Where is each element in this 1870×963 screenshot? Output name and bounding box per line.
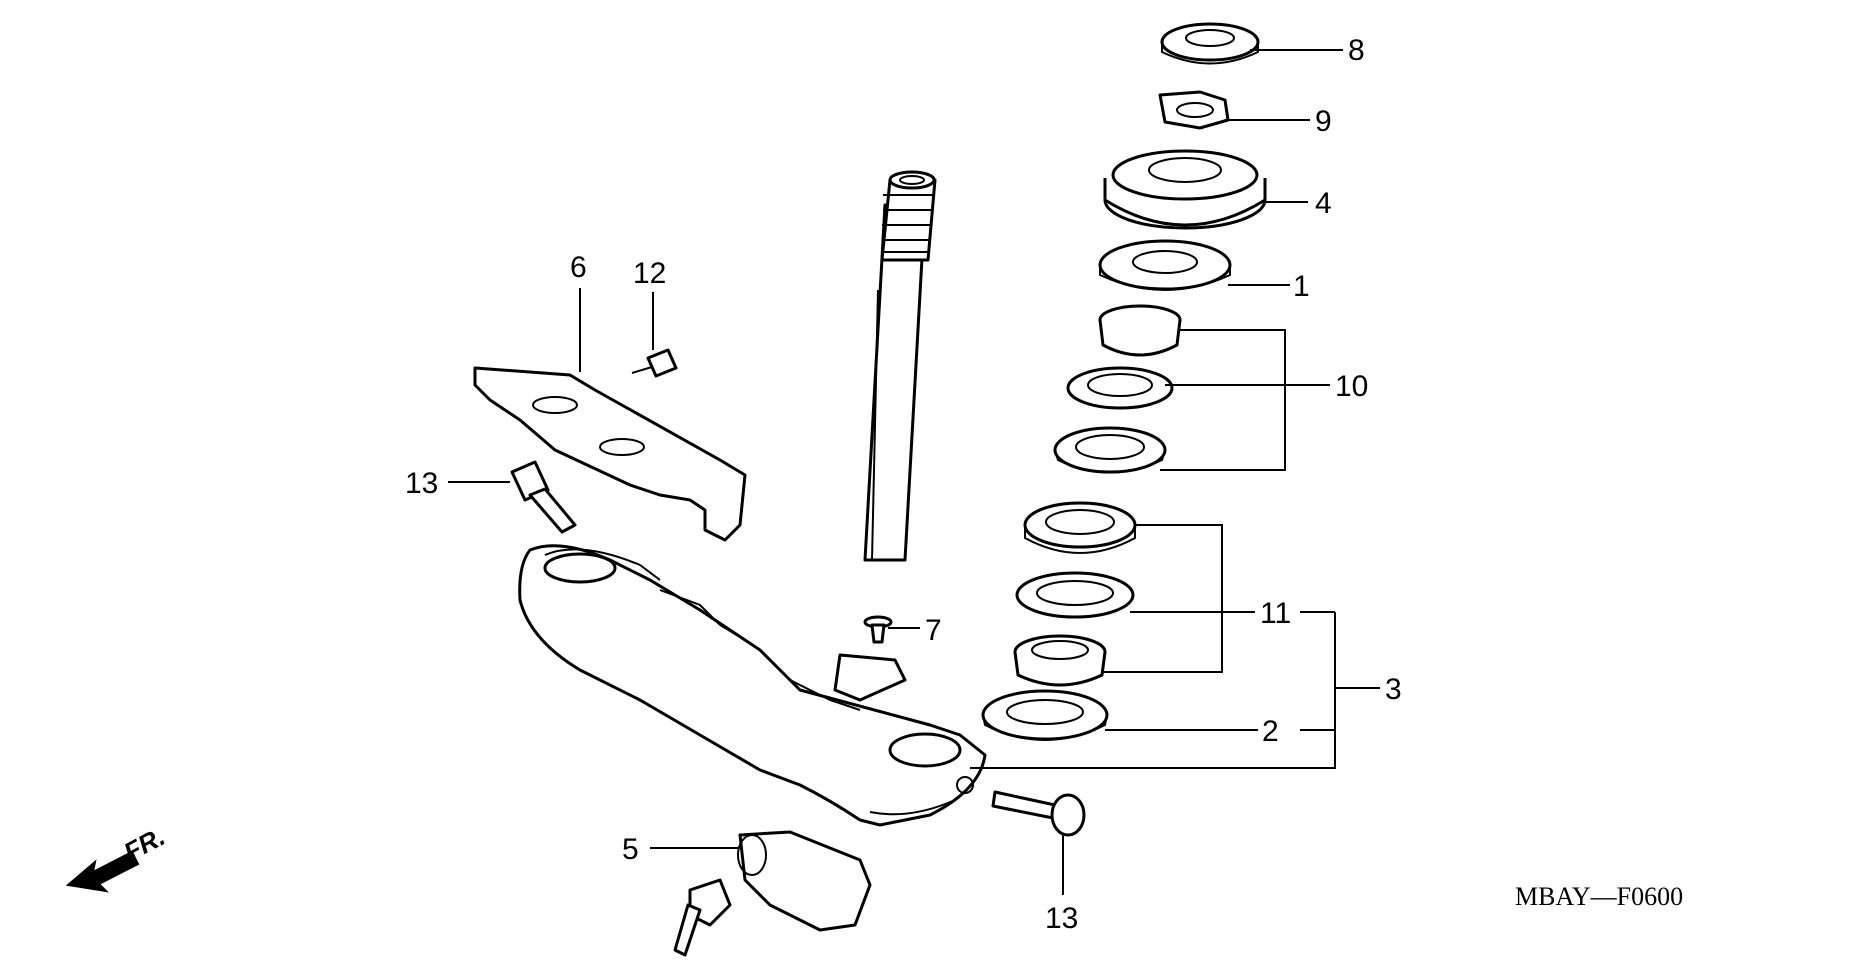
- callout-10: 10: [1335, 370, 1368, 403]
- callout-13-upper: 13: [405, 467, 438, 500]
- callout-2: 2: [1262, 715, 1279, 748]
- part-2-lower-dust-seal: [981, 689, 1109, 741]
- part-4-adjusting-nut: [1103, 149, 1267, 230]
- part-1-dust-seal: [1098, 239, 1232, 291]
- part-13-lower-bolt: [991, 790, 1086, 837]
- part-6-guide-plate: [473, 366, 747, 542]
- callout-11: 11: [1260, 597, 1291, 630]
- part-7-screw: [863, 615, 893, 644]
- callout-8: 8: [1348, 34, 1365, 67]
- callout-labels: 8 9 4 1 10 11 3 2 6 12 13 7 5 13: [405, 34, 1402, 935]
- callout-13-lower: 13: [1045, 902, 1078, 935]
- leader-lines: [448, 49, 1380, 895]
- part-9-lock-washer: [1158, 90, 1230, 130]
- steering-stem-part: [863, 170, 937, 562]
- callout-1: 1: [1293, 270, 1310, 303]
- part-11-lower-bearing-set: [1013, 501, 1137, 687]
- callout-6: 6: [570, 251, 587, 284]
- callout-4: 4: [1315, 187, 1332, 220]
- part-8-lock-nut: [1160, 22, 1260, 65]
- part-13-upper-bolt: [510, 460, 577, 534]
- drawing-code: MBAY—F0600: [1515, 882, 1683, 911]
- callout-3: 3: [1385, 673, 1402, 706]
- callout-7: 7: [925, 614, 942, 647]
- part-12-bolt: [631, 348, 678, 378]
- callout-9: 9: [1315, 105, 1332, 138]
- part-10-upper-bearing-set: [1053, 304, 1182, 474]
- front-direction-arrow: FR.: [65, 821, 170, 893]
- part-5-steering-lock: [673, 830, 872, 957]
- callout-12: 12: [633, 257, 666, 290]
- callout-5: 5: [622, 833, 639, 866]
- arrow-left-icon: [65, 850, 140, 893]
- bottom-bridge-part: [518, 544, 987, 827]
